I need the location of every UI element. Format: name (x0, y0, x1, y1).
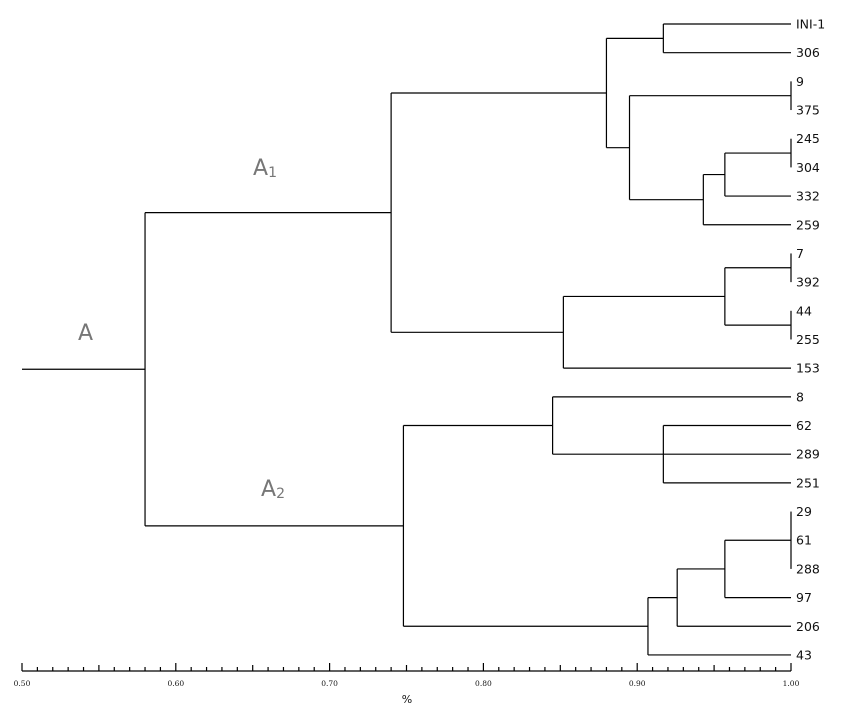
axis-tick-label: 0.50 (14, 679, 31, 688)
leaf-label: 259 (796, 217, 820, 232)
leaf-label: 44 (796, 303, 812, 318)
dendrogram-branches (22, 23, 792, 656)
leaf-label: 288 (796, 561, 820, 576)
leaf-label: 61 (796, 533, 812, 548)
leaf-label: 289 (796, 447, 820, 462)
leaf-label: 245 (796, 131, 820, 146)
leaf-label: 255 (796, 332, 820, 347)
cluster-label-a1: A1 (253, 156, 277, 181)
leaf-labels: INI-1 306 9 375 245 304 332 259 7 392 44 255 153 8 62 2… (796, 17, 825, 663)
leaf-label: 97 (796, 590, 812, 605)
cluster-labels: A A1 A2 (78, 156, 285, 502)
leaf-label: 375 (796, 103, 820, 118)
leaf-label: 7 (796, 246, 804, 261)
leaf-label: 251 (796, 475, 820, 490)
leaf-label: 392 (796, 275, 820, 290)
axis-tick-label: 1.00 (783, 679, 800, 688)
cluster-label-a: A (78, 321, 93, 346)
leaf-label: 206 (796, 619, 820, 634)
axis-tick-label: 0.80 (475, 679, 492, 688)
similarity-axis: 0.50 0.60 0.70 0.80 0.90 1.00 (14, 663, 800, 688)
axis-tick-label: 0.90 (629, 679, 646, 688)
leaf-label: 8 (796, 389, 804, 404)
leaf-label: 29 (796, 504, 812, 519)
cluster-label-a2: A2 (261, 477, 285, 502)
leaf-label: INI-1 (796, 17, 825, 32)
axis-tick-label: 0.60 (167, 679, 184, 688)
leaf-label: 43 (796, 647, 812, 662)
leaf-label: 306 (796, 45, 820, 60)
leaf-label: 332 (796, 189, 820, 204)
leaf-label: 153 (796, 361, 820, 376)
axis-title: % (402, 693, 412, 706)
leaf-label: 304 (796, 160, 820, 175)
leaf-label: 9 (796, 74, 804, 89)
axis-tick-label: 0.70 (321, 679, 338, 688)
leaf-label: 62 (796, 418, 812, 433)
